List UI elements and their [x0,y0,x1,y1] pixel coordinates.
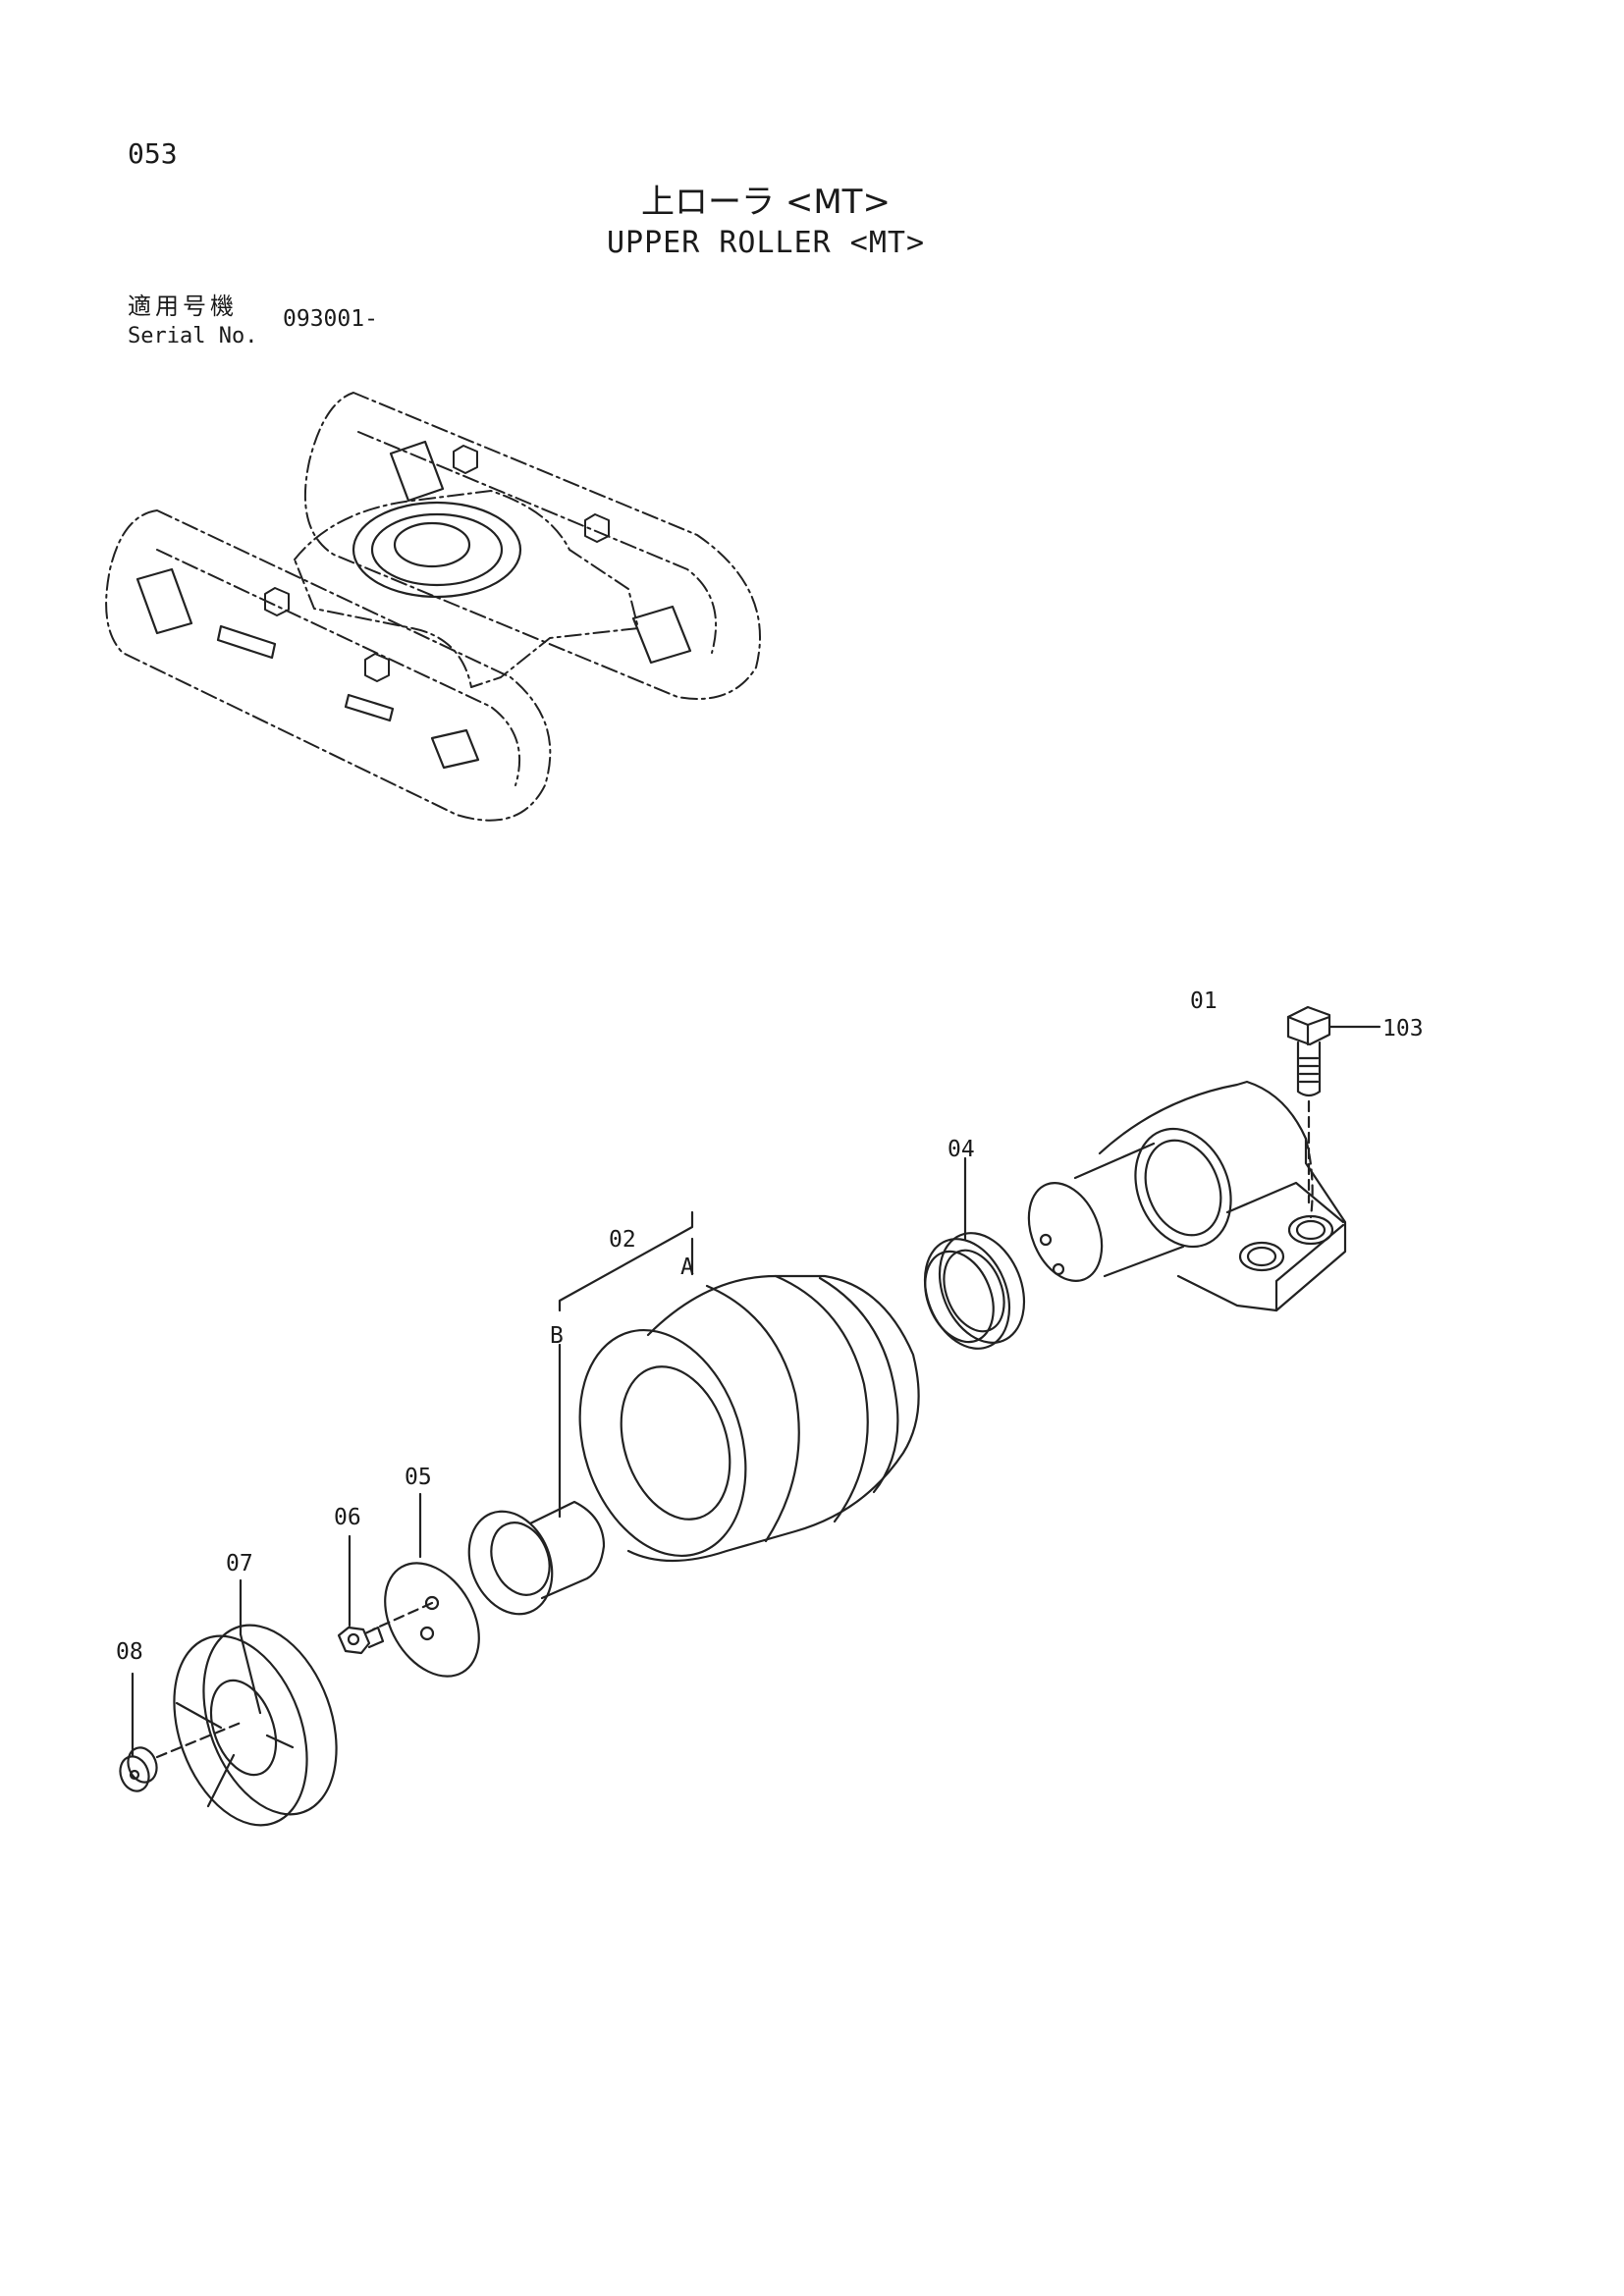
page-title-english: UPPER ROLLER <MT> [606,226,926,260]
part-02-roller-assembly [467,1210,920,1616]
callout-01: 01 [1190,988,1218,1014]
part-05-thrust-plate [371,1492,480,1678]
part-07-cover [173,1578,338,1827]
callout-08: 08 [116,1639,143,1665]
callout-07: 07 [226,1551,253,1576]
callout-a: A [680,1255,694,1280]
callout-103: 103 [1382,1016,1424,1041]
serial-label-english: Serial No. [128,324,258,348]
serial-number-value: 093001- [283,306,378,332]
undercarriage-overview-illustration [105,392,761,822]
part-04-floating-seal [923,1156,1026,1350]
page-number: 053 [128,137,178,170]
callout-04: 04 [947,1137,975,1162]
serial-label-japanese: 適用号機 [128,293,238,320]
part-08-plug [119,1672,243,1792]
part-01-bracket-shaft [1027,1080,1347,1312]
part-06-screw [337,1534,385,1655]
callout-b: B [550,1323,564,1349]
page-title-japanese: 上ローラ <MT> [641,183,891,222]
callout-05: 05 [405,1465,432,1490]
callout-02: 02 [609,1227,636,1253]
part-103-bolt [1286,1005,1381,1204]
callout-06: 06 [334,1505,361,1530]
